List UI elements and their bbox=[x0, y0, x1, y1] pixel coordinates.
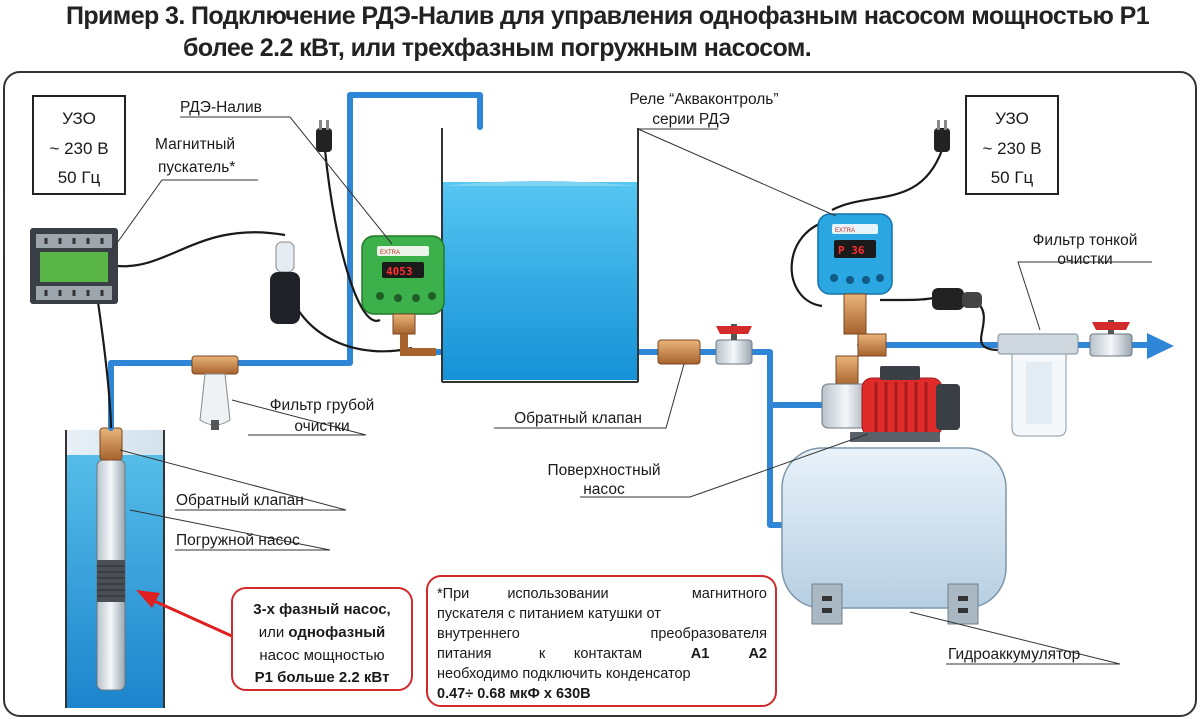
footnote-l4d: А1 bbox=[691, 646, 710, 662]
footnote-l4e: А2 bbox=[748, 646, 767, 662]
outer-frame bbox=[3, 71, 1197, 717]
uzo-box-left: УЗО ~ 230 В 50 Гц bbox=[32, 95, 126, 195]
footnote-l5: необходимо подключить конденсатор bbox=[437, 666, 691, 682]
leader-lines bbox=[111, 116, 1152, 665]
pump-callout-arrow-icon bbox=[136, 590, 235, 639]
plug-icon-right bbox=[934, 120, 950, 152]
fine-filter bbox=[997, 333, 1079, 437]
label-coarse-filter-2: очистки bbox=[294, 418, 349, 435]
label-surface-pump-1: Поверхностный bbox=[547, 462, 660, 479]
footnote-l1c: магнитного bbox=[692, 586, 767, 602]
title-line-2: более 2.2 кВт, или трехфазным погружным … bbox=[183, 34, 812, 62]
magnetic-starter bbox=[30, 228, 118, 304]
well-check-valve bbox=[99, 427, 123, 461]
label-coarse-filter-1: Фильтр грубой bbox=[270, 397, 375, 414]
footnote-l3a: внутреннего bbox=[437, 626, 520, 642]
ball-valve-right bbox=[1089, 320, 1133, 357]
pump-note-line2-bold: однофазный bbox=[288, 624, 385, 641]
uzo-right-line3: 50 Гц bbox=[991, 168, 1034, 187]
label-check-valve-well: Обратный клапан bbox=[176, 492, 304, 509]
label-magnetic-starter-2: пускатель* bbox=[158, 159, 235, 176]
footnote-l3b: преобразователя bbox=[650, 626, 767, 642]
naliv-display: 4053 bbox=[386, 265, 413, 278]
footnote-l4c: контактам bbox=[574, 646, 642, 662]
footnote-l4a: питания bbox=[437, 646, 491, 662]
submersible-pump bbox=[96, 459, 126, 691]
naliv-brand-label: EXTRA bbox=[380, 250, 400, 256]
pump-note-line2: или однофазный bbox=[259, 624, 386, 641]
pump-note-line3: насос мощностью bbox=[259, 647, 384, 664]
pump-note-box: 3-х фазный насос, или однофазный насос м… bbox=[231, 587, 413, 691]
middle-check-valve bbox=[657, 339, 701, 365]
ball-valve bbox=[715, 324, 753, 365]
label-surface-pump-2: насос bbox=[583, 481, 625, 498]
level-sensor-adapter bbox=[270, 241, 300, 324]
label-fine-filter-1: Фильтр тонкой bbox=[1033, 232, 1138, 249]
uzo-left-line3: 50 Гц bbox=[58, 168, 101, 187]
water-tank bbox=[441, 128, 639, 383]
socket-icon bbox=[932, 288, 982, 310]
title-line-1: Пример 3. Подключение РДЭ-Налив для упра… bbox=[66, 2, 1150, 30]
footnote-l1b: использовании bbox=[507, 586, 608, 602]
plug-icon bbox=[316, 120, 332, 152]
uzo-box-right: УЗО ~ 230 В 50 Гц bbox=[965, 95, 1059, 195]
relay-display: P 36 bbox=[838, 244, 865, 257]
label-magnetic-starter-1: Магнитный bbox=[155, 136, 235, 153]
uzo-right-line2: ~ 230 В bbox=[982, 139, 1041, 158]
label-relay-2: серии РДЭ bbox=[652, 111, 730, 128]
pump-note-line2-pre: или bbox=[259, 624, 289, 641]
uzo-left-line1: УЗО bbox=[62, 109, 96, 128]
pump-note-line4: Р1 больше 2.2 кВт bbox=[255, 669, 390, 686]
footnote-l2: пускателя с питанием катушки от bbox=[437, 606, 661, 622]
label-hydro-accumulator: Гидроаккумулятор bbox=[948, 646, 1080, 663]
rde-naliv-device: EXTRA 4053 bbox=[361, 235, 445, 356]
label-rde-naliv: РДЭ-Налив bbox=[180, 99, 262, 116]
footnote-l6: 0.47÷ 0.68 мкФ х 630В bbox=[437, 686, 591, 702]
label-fine-filter-2: очистки bbox=[1057, 251, 1112, 268]
footnote-l1a: *При bbox=[437, 586, 469, 602]
coarse-filter bbox=[191, 355, 239, 430]
footnote-box: *При использовании магнитного пускателя … bbox=[426, 575, 777, 707]
hydro-accumulator bbox=[781, 447, 1007, 625]
label-check-valve-middle: Обратный клапан bbox=[514, 410, 642, 427]
label-submersible-pump: Погружной насос bbox=[176, 532, 300, 549]
surface-pump bbox=[821, 366, 960, 442]
uzo-left-line2: ~ 230 В bbox=[49, 139, 108, 158]
uzo-right-line1: УЗО bbox=[995, 109, 1029, 128]
relay-brand-label: EXTRA bbox=[835, 228, 855, 234]
outflow-arrow-icon bbox=[1147, 333, 1174, 359]
pump-note-line1: 3-х фазный насос, bbox=[253, 601, 390, 618]
footnote-l4b: к bbox=[539, 646, 546, 662]
aquacontrol-relay-device: EXTRA P 36 bbox=[817, 213, 893, 387]
label-relay-1: Реле “Акваконтроль” bbox=[629, 91, 778, 108]
